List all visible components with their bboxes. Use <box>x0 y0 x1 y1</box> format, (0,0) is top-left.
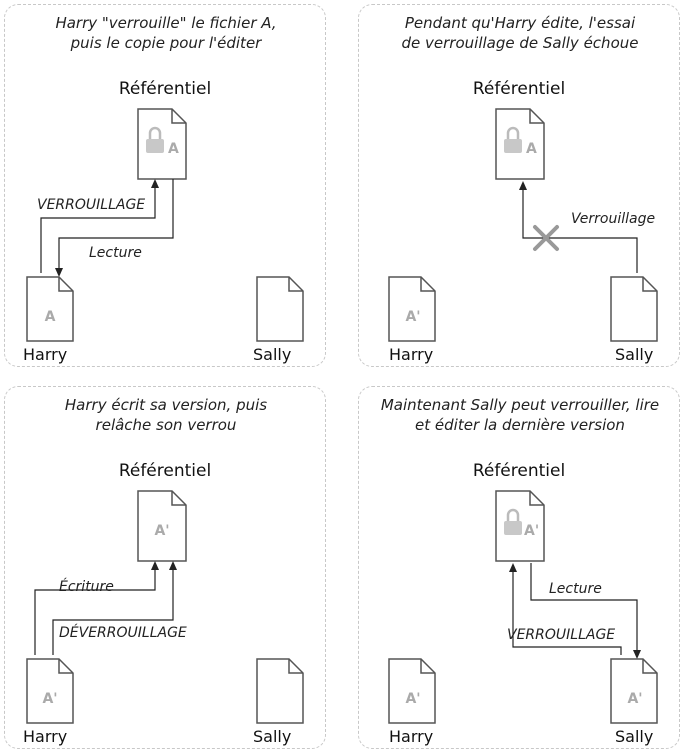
repository-label: Référentiel <box>472 461 566 481</box>
caption-line: puis le copie pour l'éditer <box>70 34 262 52</box>
write-arrow <box>34 569 156 655</box>
harry-file-icon: A' <box>388 658 436 724</box>
panel-3-harry-writes-unlocks: Harry écrit sa version, puis relâche son… <box>4 386 326 749</box>
sally-label: Sally <box>615 727 654 746</box>
unlock-arrow <box>52 569 174 655</box>
lock-attempt-arrowhead <box>519 181 527 190</box>
lock-label: VERROUILLAGE <box>507 627 616 643</box>
unlock-arrowhead <box>169 561 177 570</box>
lock-label: VERROUILLAGE <box>37 197 146 213</box>
failed-cross-icon <box>533 225 559 251</box>
panel-1-harry-locks: Harry "verrouille" le fichier A, puis le… <box>4 4 326 367</box>
panel-caption: Harry "verrouille" le fichier A, puis le… <box>13 13 319 53</box>
read-arrow <box>58 179 174 269</box>
lock-icon <box>504 508 522 535</box>
repository-file-icon: A' <box>495 490 545 562</box>
panel-caption: Pendant qu'Harry édite, l'essai de verro… <box>367 13 673 53</box>
repository-label: Référentiel <box>118 461 212 481</box>
read-label: Lecture <box>89 245 142 261</box>
lock-arrowhead <box>509 563 517 572</box>
repository-file-letter: A <box>526 141 537 157</box>
repository-label: Référentiel <box>472 79 566 99</box>
lock-attempt-label: Verrouillage <box>571 211 656 227</box>
panel-diagram: A' A' A' <box>388 490 658 724</box>
lock-icon <box>146 126 164 153</box>
caption-line: de verrouillage de Sally échoue <box>401 34 639 52</box>
unlock-label: DÉVERROUILLAGE <box>59 625 187 641</box>
panel-2-sally-lock-fails: Pendant qu'Harry édite, l'essai de verro… <box>358 4 680 367</box>
harry-label: Harry <box>23 727 68 746</box>
panel-diagram: A A' <box>388 108 658 342</box>
repository-file-icon: A <box>137 108 187 180</box>
harry-label: Harry <box>23 345 68 364</box>
panel-4-sally-locks-reads: Maintenant Sally peut verrouiller, lire … <box>358 386 680 749</box>
harry-file-letter: A' <box>405 309 420 325</box>
repository-file-letter: A' <box>524 523 539 539</box>
caption-line: Maintenant Sally peut verrouiller, lire <box>380 396 660 414</box>
harry-file-icon: A' <box>26 658 74 724</box>
harry-file-icon: A <box>26 276 74 342</box>
harry-file-letter: A' <box>405 691 420 707</box>
read-arrowhead <box>55 268 63 277</box>
harry-file-letter: A <box>45 309 56 325</box>
lock-arrowhead <box>151 179 159 188</box>
sally-file-icon <box>256 658 304 724</box>
sally-label: Sally <box>253 727 292 746</box>
harry-file-letter: A' <box>42 691 57 707</box>
sally-label: Sally <box>615 345 654 364</box>
harry-label: Harry <box>389 345 434 364</box>
panel-caption: Maintenant Sally peut verrouiller, lire … <box>367 395 673 435</box>
caption-line: Pendant qu'Harry édite, l'essai <box>404 14 636 32</box>
lock-arrow <box>40 187 156 273</box>
caption-line: Harry "verrouille" le fichier A, <box>55 14 277 32</box>
harry-file-icon: A' <box>388 276 436 342</box>
repository-file-letter: A' <box>154 523 169 539</box>
sally-file-letter: A' <box>627 691 642 707</box>
sally-file-icon: A' <box>610 658 658 724</box>
harry-label: Harry <box>389 727 434 746</box>
caption-line: relâche son verrou <box>95 416 237 434</box>
repository-file-icon: A <box>495 108 545 180</box>
write-label: Écriture <box>59 579 114 595</box>
read-arrow <box>530 563 638 651</box>
sally-file-icon <box>610 276 658 342</box>
lock-attempt-arrow <box>522 189 638 273</box>
panel-diagram: A' A' <box>26 490 304 724</box>
sally-label: Sally <box>253 345 292 364</box>
repository-label: Référentiel <box>118 79 212 99</box>
caption-line: Harry écrit sa version, puis <box>64 396 268 414</box>
lock-icon <box>504 126 522 153</box>
read-arrowhead <box>633 650 641 659</box>
caption-line: et éditer la dernière version <box>415 416 625 434</box>
repository-file-icon: A' <box>137 490 187 562</box>
panel-diagram: A A <box>26 108 304 342</box>
read-label: Lecture <box>549 581 602 597</box>
panel-caption: Harry écrit sa version, puis relâche son… <box>13 395 319 435</box>
repository-file-letter: A <box>168 141 179 157</box>
sally-file-icon <box>256 276 304 342</box>
lock-arrow <box>512 571 622 655</box>
write-arrowhead <box>151 561 159 570</box>
